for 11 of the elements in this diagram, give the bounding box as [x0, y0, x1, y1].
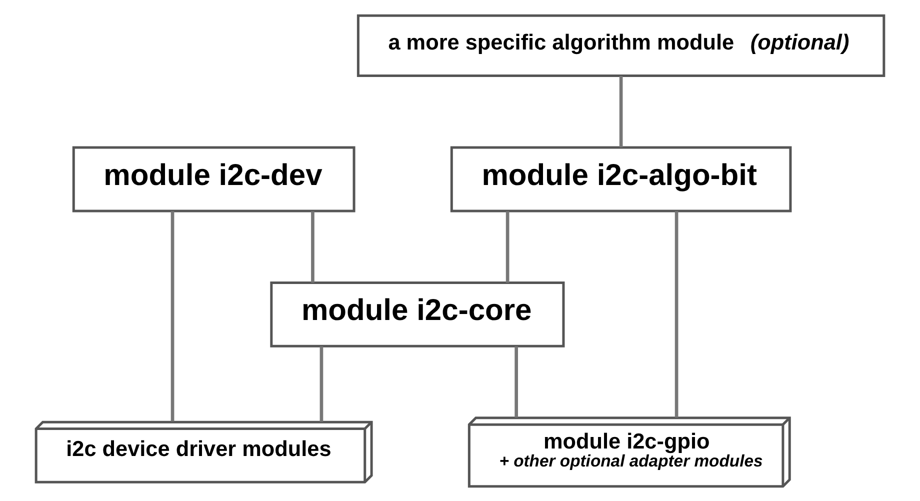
node-box: module i2c-core: [270, 280, 565, 347]
connector: [674, 210, 678, 417]
connector: [506, 210, 510, 282]
connector: [619, 76, 623, 147]
node-box: module i2c-dev: [72, 146, 356, 212]
node-box: module i2c-algo-bit: [450, 146, 792, 212]
connector: [170, 210, 174, 421]
node-box: a more specific algorithm module (optional): [356, 14, 886, 77]
connector: [514, 346, 518, 417]
connector: [311, 210, 314, 282]
connector: [320, 346, 324, 422]
